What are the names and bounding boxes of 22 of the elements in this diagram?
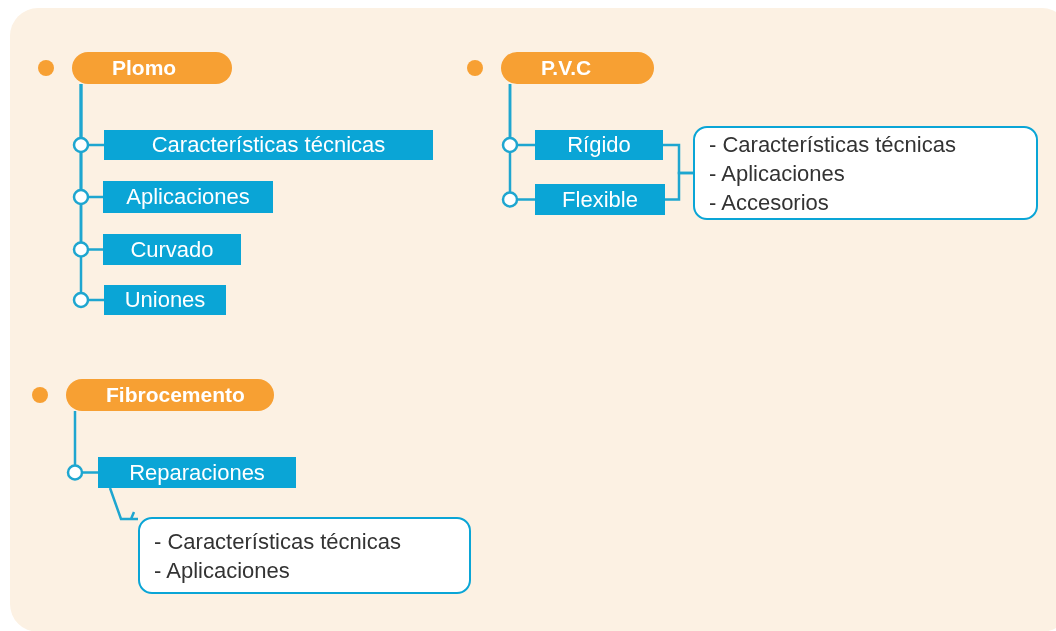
list-box — [138, 517, 471, 594]
connector-line — [508, 84, 535, 201]
list-item: - Características técnicas — [709, 130, 956, 159]
connector-line — [73, 411, 98, 474]
connector-line — [665, 171, 693, 201]
topic-label: Reparaciones — [98, 457, 296, 488]
category-pill: Fibrocemento — [66, 379, 274, 411]
topic-label: Características técnicas — [104, 130, 433, 160]
topic-label: Rígido — [535, 130, 663, 160]
topic-label: Aplicaciones — [103, 181, 273, 213]
topic-label: Flexible — [535, 184, 665, 215]
topic-label: Uniones — [104, 285, 226, 315]
list-box — [693, 126, 1038, 220]
list-item: - Accesorios — [709, 188, 829, 217]
connector-line — [108, 486, 140, 521]
list-item: - Características técnicas — [154, 527, 401, 556]
topic-label: Curvado — [103, 234, 241, 265]
list-item: - Aplicaciones — [154, 556, 290, 585]
connector-line — [79, 84, 104, 302]
category-pill: P.V.C — [501, 52, 654, 84]
list-item: - Aplicaciones — [709, 159, 845, 188]
category-pill: Plomo — [72, 52, 232, 84]
